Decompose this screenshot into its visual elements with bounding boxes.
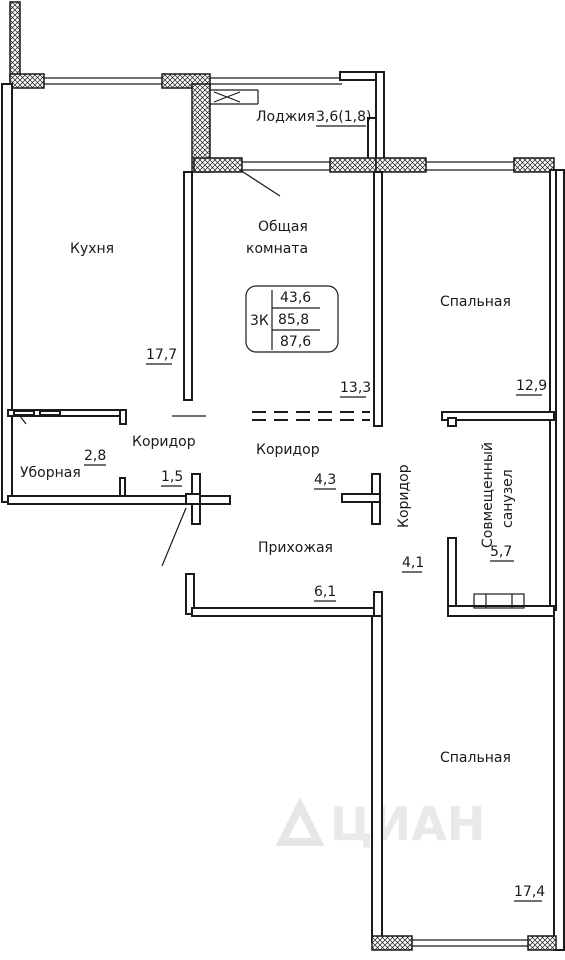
bathtub-icon — [473, 593, 525, 609]
living-name-line1: Общая — [258, 219, 308, 235]
bathroom-name-line2: санузел — [500, 469, 516, 528]
badge-living-area: 43,6 — [280, 290, 311, 306]
loggia-name: Лоджия — [256, 109, 315, 125]
badge-total-area: 85,8 — [278, 312, 309, 328]
badge-rooms: 3К — [250, 313, 269, 329]
watermark-text: ЦИАН — [330, 797, 485, 851]
watermark-logo-icon — [275, 797, 325, 846]
bedroom-bottom-name: Спальная — [440, 750, 511, 766]
bathroom-name-line1: Совмещенный — [480, 442, 496, 548]
corridor-center-name: Коридор — [256, 442, 320, 458]
bedroom-top-name: Спальная — [440, 294, 511, 310]
living-name-line2: комната — [246, 241, 308, 257]
toilet-area: 2,8 — [84, 448, 106, 464]
badge-total-with-loggia: 87,6 — [280, 334, 311, 350]
corridor-right-name: Коридор — [396, 464, 412, 528]
room-labels: Лоджия 3,6(1,8) Кухня 17,7 Общая комната… — [20, 109, 547, 902]
living-area: 13,3 — [340, 380, 371, 396]
toilet-name: Уборная — [20, 465, 81, 481]
hallway-area: 6,1 — [314, 584, 336, 600]
bedroom-top-area: 12,9 — [516, 378, 547, 394]
corridor-center-area: 4,3 — [314, 472, 336, 488]
loggia-area: 3,6(1,8) — [316, 109, 371, 125]
hallway-name: Прихожая — [258, 540, 333, 556]
kitchen-name: Кухня — [70, 241, 114, 257]
bathroom-area: 5,7 — [490, 544, 512, 560]
corridor-left-area: 1,5 — [161, 469, 183, 485]
area-badge: 3К 43,6 85,8 87,6 — [245, 285, 339, 353]
corridor-right-area: 4,1 — [402, 555, 424, 571]
kitchen-area: 17,7 — [146, 347, 177, 363]
bedroom-bottom-area: 17,4 — [514, 884, 545, 900]
watermark: ЦИАН — [275, 797, 485, 851]
corridor-left-name: Коридор — [132, 434, 196, 450]
